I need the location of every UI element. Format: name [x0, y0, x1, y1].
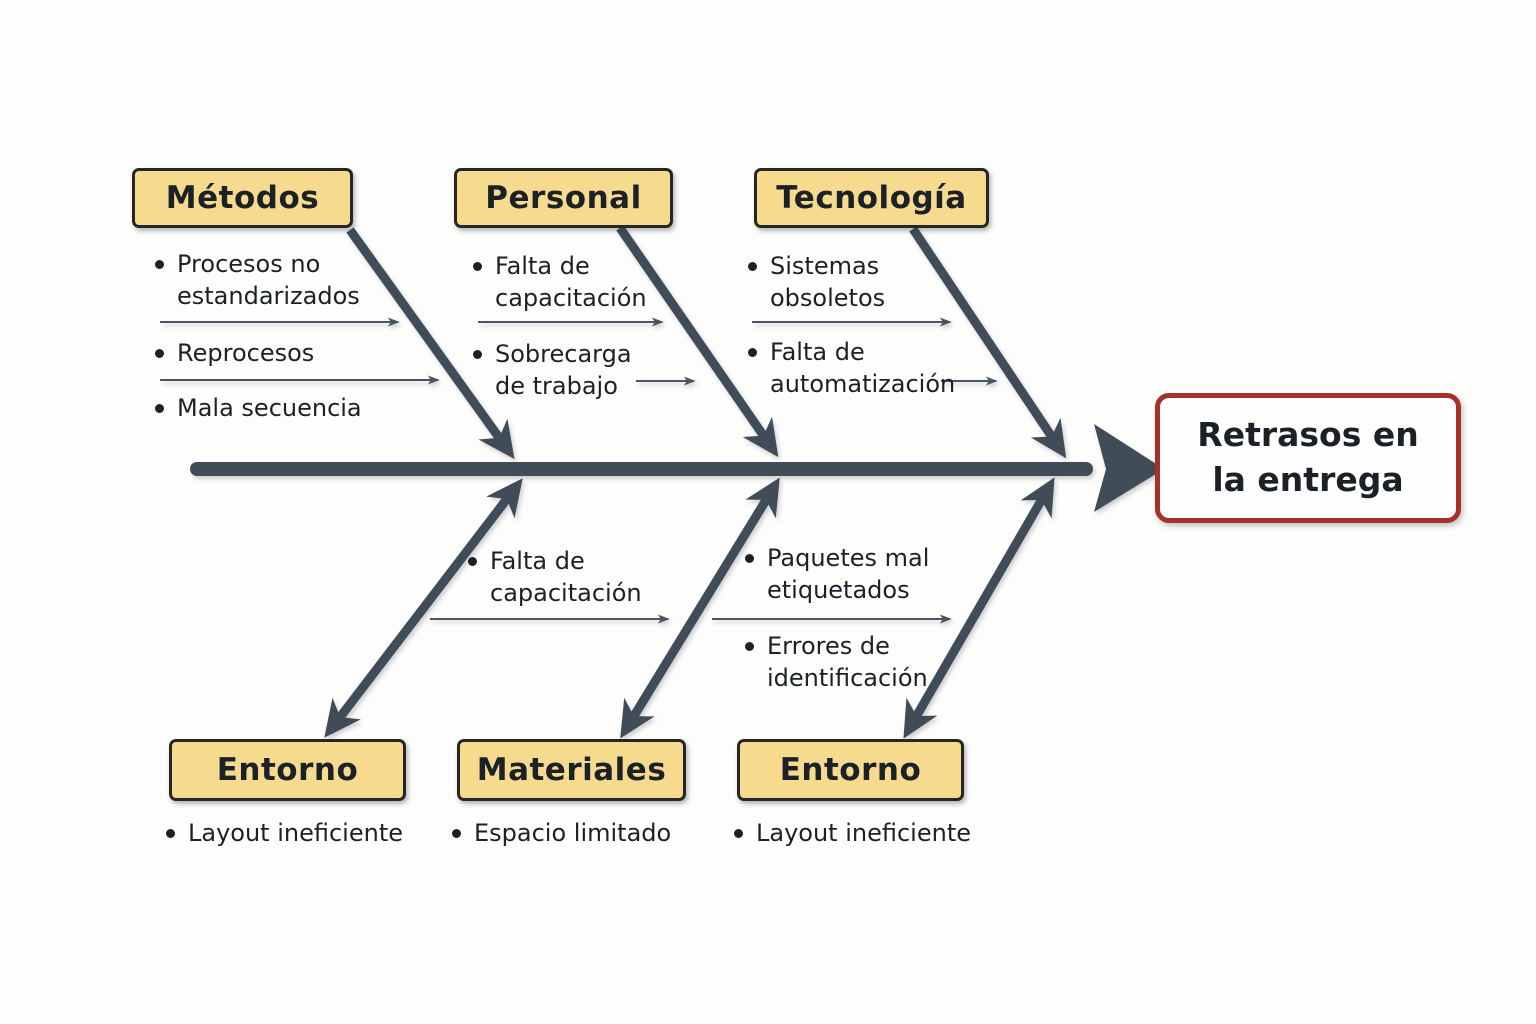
cause-text: Sistemas obsoletos — [770, 252, 886, 312]
cause-text: Mala secuencia — [177, 394, 362, 422]
bullet-icon — [734, 829, 743, 838]
cause-text: Paquetes mal etiquetados — [767, 544, 930, 604]
category-label: Entorno — [216, 752, 359, 788]
bullet-icon — [155, 260, 164, 269]
bullet-icon — [166, 829, 175, 838]
category-label: Tecnología — [776, 180, 967, 216]
bone-tecnologia — [909, 226, 1067, 459]
bullet-icon — [473, 350, 482, 359]
cause-item: Procesos no estandarizados — [155, 248, 360, 312]
category-label: Personal — [485, 180, 642, 216]
bullet-icon — [155, 404, 164, 413]
bullet-icon — [452, 829, 461, 838]
cause-item: Falta de automatización — [748, 336, 955, 400]
cause-text: Falta de capacitación — [490, 547, 642, 607]
bone-materiales — [620, 477, 780, 739]
cause-item: Paquetes mal etiquetados — [745, 542, 929, 606]
bullet-icon — [745, 554, 754, 563]
bone-entorno-left — [324, 478, 523, 738]
cause-item: Errores de identificación — [745, 630, 928, 694]
effect-label: Retrasos en la entrega — [1197, 415, 1419, 499]
cause-text: Layout ineficiente — [756, 819, 971, 847]
bullet-icon — [155, 349, 164, 358]
cause-text: Falta de automatización — [770, 338, 956, 398]
spine-arrowhead-icon — [1094, 424, 1164, 512]
cause-text: Falta de capacitación — [495, 252, 647, 312]
category-label: Métodos — [165, 180, 320, 216]
bullet-icon — [748, 348, 757, 357]
cause-item: Sistemas obsoletos — [748, 250, 885, 314]
cause-item: Layout ineficiente — [166, 817, 403, 849]
cause-text: Errores de identificación — [767, 632, 928, 692]
category-box-materiales: Materiales — [457, 739, 686, 801]
bullet-icon — [745, 642, 754, 651]
cause-item: Sobrecarga de trabajo — [473, 338, 632, 402]
category-box-personal: Personal — [454, 168, 673, 228]
cause-text: Sobrecarga de trabajo — [495, 340, 632, 400]
bone-metodos — [346, 227, 515, 460]
category-label: Entorno — [779, 752, 922, 788]
category-box-metodos: Métodos — [132, 168, 353, 228]
bullet-icon — [468, 557, 477, 566]
cause-text: Layout ineficiente — [188, 819, 403, 847]
cause-text: Procesos no estandarizados — [177, 250, 360, 310]
category-box-entorno-left: Entorno — [169, 739, 406, 801]
category-box-tecnologia: Tecnología — [754, 168, 989, 228]
category-box-entorno-right: Entorno — [737, 739, 964, 801]
cause-item: Reprocesos — [155, 337, 314, 369]
cause-item: Falta de capacitación — [468, 545, 642, 609]
bullet-icon — [748, 262, 757, 271]
bullet-icon — [473, 262, 482, 271]
cause-text: Espacio limitado — [474, 819, 672, 847]
bone-personal — [616, 225, 779, 458]
effect-box: Retrasos en la entrega — [1155, 393, 1461, 523]
cause-item: Layout ineficiente — [734, 817, 971, 849]
bone-entorno-right — [903, 477, 1055, 739]
cause-item: Espacio limitado — [452, 817, 671, 849]
cause-item: Mala secuencia — [155, 392, 362, 424]
cause-text: Reprocesos — [177, 339, 315, 367]
cause-item: Falta de capacitación — [473, 250, 647, 314]
category-label: Materiales — [476, 752, 667, 788]
